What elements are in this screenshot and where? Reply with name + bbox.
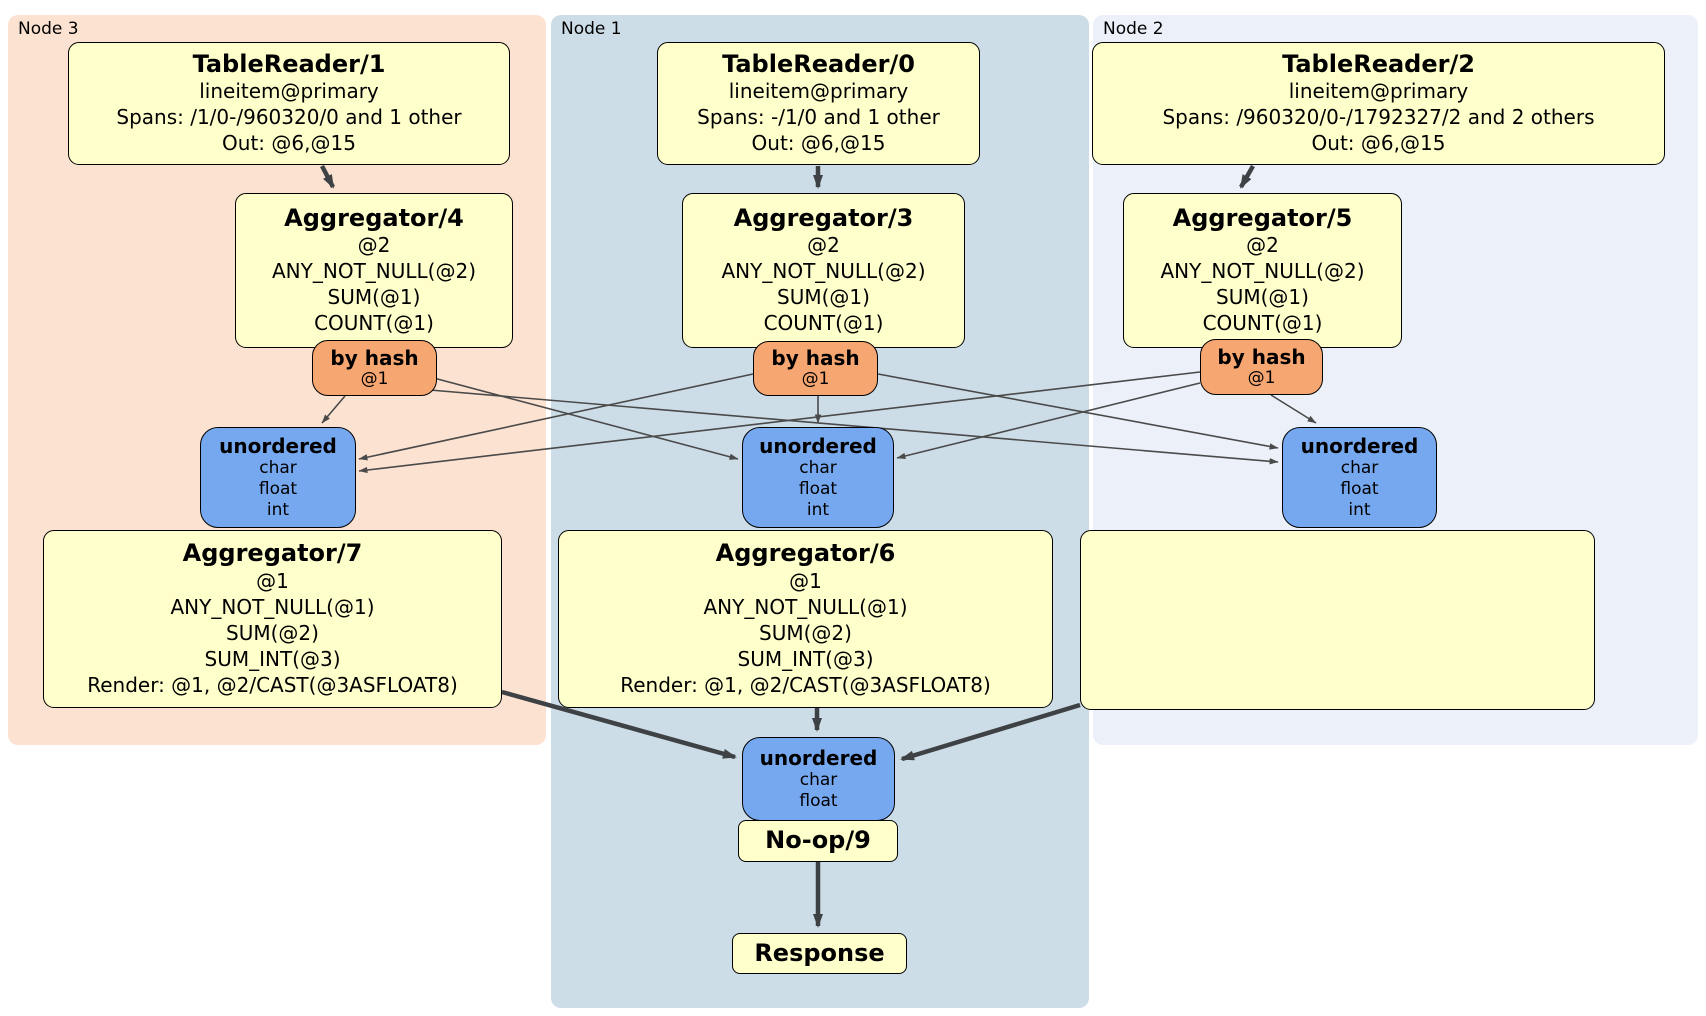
processor-aggregator-7: Aggregator/7 @1 ANY_NOT_NULL(@1) SUM(@2)…	[43, 530, 502, 708]
processor-aggregator-6: Aggregator/6 @1 ANY_NOT_NULL(@1) SUM(@2)…	[558, 530, 1053, 708]
processor-line: SUM_INT(@3)	[204, 646, 341, 671]
processor-line: ANY_NOT_NULL(@2)	[1160, 259, 1365, 284]
sync-line: int	[806, 500, 830, 521]
processor-title: TableReader/1	[192, 49, 386, 78]
sync-title: unordered	[219, 433, 337, 458]
processor-line: @2	[1246, 233, 1279, 258]
sync-line: char	[799, 457, 837, 478]
sync-line: char	[259, 457, 297, 478]
processor-line: COUNT(@1)	[314, 311, 434, 336]
sync-unordered-final: unordered char float	[742, 737, 895, 821]
processor-line: SUM(@2)	[759, 620, 852, 645]
processor-aggregator-3: Aggregator/3 @2 ANY_NOT_NULL(@2) SUM(@1)…	[682, 193, 965, 348]
processor-line: ANY_NOT_NULL(@2)	[272, 259, 476, 284]
processor-line: Out: @6,@15	[751, 131, 886, 156]
processor-line: @1	[256, 568, 289, 593]
edge-bh1-un2	[877, 373, 1279, 450]
sync-unordered-node2: unordered char float int	[1282, 427, 1437, 528]
processor-title: TableReader/0	[722, 49, 915, 78]
processor-line: @2	[357, 233, 391, 258]
processor-line: lineitem@primary	[1288, 79, 1469, 104]
processor-title: Response	[754, 938, 885, 967]
sync-line: int	[1348, 500, 1371, 521]
router-detail: @1	[1247, 367, 1276, 388]
sync-title: unordered	[759, 433, 877, 458]
sync-line: float	[798, 478, 838, 499]
node2-region-label: Node 2	[1103, 19, 1164, 39]
processor-line: Render: @1, @2/CAST(@3ASFLOAT8)	[87, 672, 458, 697]
processor-noop-9: No-op/9	[738, 820, 898, 862]
processor-line: SUM(@1)	[327, 285, 421, 310]
edge-bh3-un2	[429, 389, 1279, 465]
processor-title: Aggregator/5	[1172, 203, 1353, 232]
router-by-hash-node2: by hash @1	[1200, 339, 1323, 395]
edge-bh2-un1	[896, 382, 1201, 460]
processor-line: ANY_NOT_NULL(@1)	[703, 594, 908, 619]
processor-line: COUNT(@1)	[763, 311, 884, 336]
processor-line: @2	[807, 233, 840, 258]
processor-line: Spans: -/1/0 and 1 other	[697, 105, 940, 130]
edge-tr2-agg5	[1239, 164, 1255, 189]
processor-title: TableReader/2	[1282, 49, 1475, 78]
router-edges	[321, 371, 1317, 474]
sync-line: char	[1340, 457, 1379, 478]
edge-agg7-un1b	[501, 689, 737, 760]
sync-title: unordered	[1300, 433, 1419, 458]
processor-line: Render: @1, @2/CAST(@3ASFLOAT8)	[620, 672, 991, 697]
processor-line: SUM_INT(@3)	[737, 646, 874, 671]
router-by-hash-node3: by hash @1	[312, 340, 437, 396]
processor-line: lineitem@primary	[199, 79, 379, 104]
sync-line: int	[266, 500, 290, 521]
router-title: by hash	[330, 345, 419, 370]
edge-bh2-un3	[358, 371, 1201, 474]
processor-line: COUNT(@1)	[1202, 311, 1323, 336]
processor-line: Out: @6,@15	[1311, 131, 1446, 156]
processor-aggregator-4: Aggregator/4 @2 ANY_NOT_NULL(@2) SUM(@1)…	[235, 193, 513, 348]
sync-unordered-node1: unordered char float int	[742, 427, 894, 528]
sync-line: char	[799, 769, 838, 790]
processor-line: SUM(@1)	[1216, 285, 1309, 310]
response-box: Response	[732, 933, 907, 974]
processor-title: Aggregator/3	[733, 203, 914, 232]
processor-aggregator-8	[1080, 530, 1595, 710]
node3-region-label: Node 3	[18, 19, 79, 39]
processor-line: lineitem@primary	[728, 79, 909, 104]
processor-line: ANY_NOT_NULL(@2)	[721, 259, 926, 284]
processor-tablereader-2: TableReader/2 lineitem@primary Spans: /9…	[1092, 42, 1665, 165]
router-detail: @1	[360, 368, 389, 389]
sync-unordered-node3: unordered char float int	[200, 427, 356, 528]
processor-line: Out: @6,@15	[222, 131, 356, 156]
processor-title: Aggregator/7	[182, 539, 363, 568]
router-detail: @1	[801, 369, 830, 390]
processor-line: Spans: /960320/0-/1792327/2 and 2 others	[1162, 105, 1595, 130]
processor-line: Spans: /1/0-/960320/0 and 1 other	[116, 105, 462, 130]
edge-tr1-agg4	[320, 164, 335, 189]
processor-title: Aggregator/4	[284, 203, 464, 232]
edge-bh2-un2	[1270, 394, 1317, 424]
router-title: by hash	[1217, 344, 1306, 369]
router-by-hash-node1: by hash @1	[753, 341, 878, 396]
processor-aggregator-5: Aggregator/5 @2 ANY_NOT_NULL(@2) SUM(@1)…	[1123, 193, 1402, 348]
node1-region-label: Node 1	[561, 19, 622, 39]
processor-line: SUM(@2)	[226, 620, 319, 645]
sync-line: float	[1340, 478, 1379, 499]
processor-tablereader-1: TableReader/1 lineitem@primary Spans: /1…	[68, 42, 510, 165]
processor-line: @1	[789, 568, 822, 593]
sync-title: unordered	[759, 745, 878, 770]
edge-bh3-un3	[321, 395, 346, 424]
processor-line: ANY_NOT_NULL(@1)	[170, 594, 375, 619]
processor-title: Aggregator/6	[715, 539, 896, 568]
edge-bh1-un3	[358, 373, 754, 461]
processor-title: No-op/9	[765, 826, 871, 855]
processor-tablereader-0: TableReader/0 lineitem@primary Spans: -/…	[657, 42, 980, 165]
sync-line: float	[799, 791, 838, 811]
edge-agg8-un1b	[900, 702, 1081, 762]
processor-line: SUM(@1)	[777, 285, 870, 310]
sync-line: float	[258, 478, 298, 499]
flow-edges	[320, 164, 1255, 928]
edge-bh3-un1	[429, 376, 739, 460]
router-title: by hash	[771, 346, 860, 371]
